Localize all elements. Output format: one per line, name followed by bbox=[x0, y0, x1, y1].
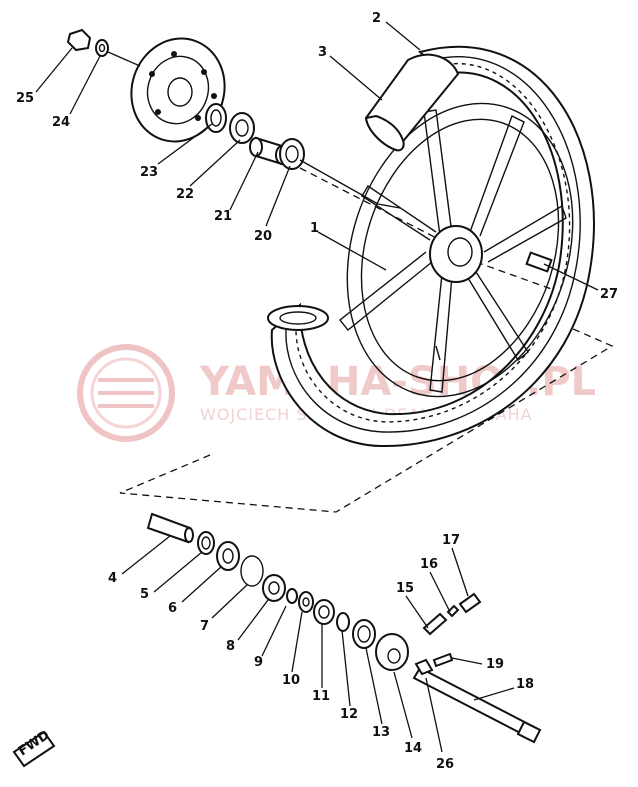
dust-seal bbox=[352, 619, 376, 649]
callout-12: 12 bbox=[340, 707, 358, 722]
callout-15: 15 bbox=[396, 581, 414, 596]
bearing-right bbox=[279, 138, 305, 170]
front-wheel bbox=[267, 45, 595, 448]
callout-20: 20 bbox=[254, 229, 272, 244]
lower-exploded-parts bbox=[146, 512, 542, 744]
oil-seal bbox=[205, 103, 227, 133]
callout-8: 8 bbox=[226, 639, 235, 654]
callout-9: 9 bbox=[254, 655, 263, 670]
callout-16: 16 bbox=[420, 557, 438, 572]
spokes bbox=[339, 109, 567, 393]
callout-25: 25 bbox=[16, 91, 34, 106]
rim-band bbox=[364, 53, 460, 152]
watermark-logo bbox=[77, 344, 175, 442]
drive-gear bbox=[298, 591, 314, 613]
callouts: 2 3 1 25 24 23 22 21 20 27 4 5 6 7 8 9 1… bbox=[16, 11, 618, 772]
callout-7: 7 bbox=[200, 619, 209, 634]
callout-3: 3 bbox=[318, 45, 327, 60]
callout-26: 26 bbox=[436, 757, 454, 772]
tire-cut-section bbox=[267, 305, 329, 331]
callout-leads bbox=[35, 21, 599, 753]
callout-5: 5 bbox=[140, 587, 149, 602]
washer-top bbox=[95, 39, 109, 57]
axle-nut bbox=[66, 28, 92, 52]
collar bbox=[146, 512, 194, 544]
meter-gear-unit bbox=[375, 633, 409, 671]
bearing-left bbox=[229, 112, 255, 144]
brake-disc bbox=[130, 37, 226, 143]
circlip bbox=[240, 555, 264, 587]
valve bbox=[435, 251, 553, 361]
tire bbox=[267, 45, 595, 448]
assembly-outline bbox=[119, 317, 614, 513]
callout-19: 19 bbox=[486, 657, 504, 672]
washer-small bbox=[286, 588, 298, 604]
axle-bolt bbox=[414, 658, 434, 676]
callout-2: 2 bbox=[372, 11, 381, 26]
callout-1: 1 bbox=[310, 221, 319, 236]
front-axle bbox=[412, 666, 542, 744]
brake-disc-assembly bbox=[66, 28, 401, 209]
callout-4: 4 bbox=[108, 571, 117, 586]
meter-pinion bbox=[422, 612, 448, 636]
pinion-washer bbox=[446, 604, 460, 618]
gear-housing bbox=[262, 574, 286, 602]
callout-14: 14 bbox=[404, 741, 422, 756]
fwd-arrow: FWD bbox=[12, 728, 56, 768]
callout-23: 23 bbox=[140, 165, 158, 180]
bearing-lower bbox=[216, 541, 240, 571]
oil-seal-lower bbox=[197, 531, 215, 555]
clutch-retainer bbox=[313, 599, 335, 625]
wheel-hub bbox=[429, 225, 483, 283]
pinch-bolt bbox=[432, 652, 454, 668]
callout-21: 21 bbox=[214, 209, 232, 224]
callout-27: 27 bbox=[600, 287, 618, 302]
thrust-washer bbox=[336, 612, 350, 632]
rim bbox=[346, 102, 574, 398]
callout-22: 22 bbox=[176, 187, 194, 202]
callout-18: 18 bbox=[516, 677, 534, 692]
callout-11: 11 bbox=[312, 689, 330, 704]
callout-17: 17 bbox=[442, 533, 460, 548]
bushing bbox=[458, 592, 482, 614]
callout-13: 13 bbox=[372, 725, 390, 740]
callout-6: 6 bbox=[168, 601, 177, 616]
callout-24: 24 bbox=[52, 115, 70, 130]
callout-10: 10 bbox=[282, 673, 300, 688]
spacer bbox=[249, 136, 289, 166]
